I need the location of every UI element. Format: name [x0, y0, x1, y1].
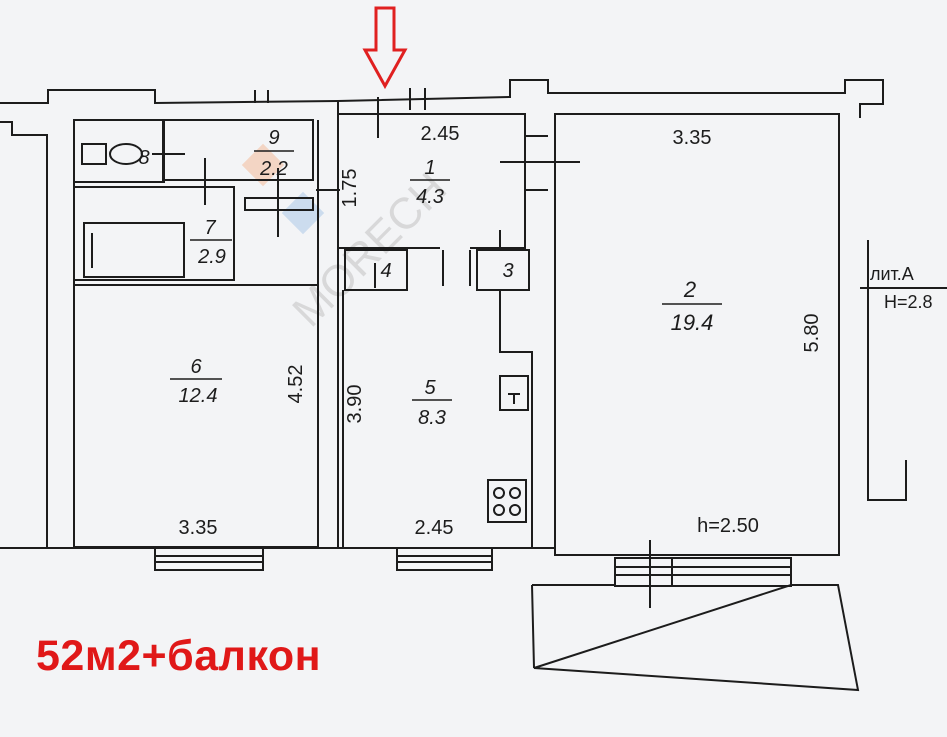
- dim-room6-bottom: 3.35: [179, 517, 218, 539]
- room-8-number: 8: [138, 147, 149, 169]
- room-1-box: [338, 113, 526, 249]
- window-room2: [614, 540, 792, 608]
- dim-hall-top: 2.45: [421, 123, 460, 145]
- down-arrow-icon: [362, 6, 408, 90]
- room-9-number: 9: [268, 127, 279, 149]
- room-2-box: [554, 113, 840, 556]
- outside-label-line2: H=2.8: [884, 292, 933, 312]
- dim-kitchen-bottom: 2.45: [415, 517, 454, 539]
- outside-label-line1: лит.А: [870, 264, 914, 284]
- stove: [487, 479, 527, 523]
- room-4-number: 4: [380, 260, 391, 282]
- room-7-area: 2.9: [197, 246, 226, 268]
- bathtub: [83, 222, 185, 278]
- dim-hall-height: 1.75: [339, 169, 361, 208]
- area-annotation: 52м2+балкон: [36, 632, 322, 680]
- dim-room6-height: 4.52: [285, 365, 307, 404]
- room-6-area: 12.4: [179, 385, 218, 407]
- room-3-number: 3: [502, 260, 513, 282]
- room-2-area: 19.4: [671, 310, 714, 335]
- room-6-number: 6: [190, 356, 202, 378]
- dim-living-top: 3.35: [673, 127, 712, 149]
- toilet: [81, 143, 107, 165]
- room-3-box: [476, 249, 530, 291]
- balcony: [531, 584, 860, 692]
- room-4-box: [344, 249, 408, 291]
- sink: [499, 375, 529, 411]
- room-2-number: 2: [683, 277, 696, 302]
- right-outside-wall: [867, 240, 907, 501]
- room-5-box: [342, 290, 533, 549]
- room-5-area: 8.3: [418, 407, 446, 429]
- dim-kitchen-height: 3.90: [344, 385, 366, 424]
- window-kitchen: [396, 547, 493, 571]
- dim-living-height: 5.80: [801, 314, 823, 353]
- room-9-area: 2.2: [259, 158, 288, 180]
- room-1-area: 4.3: [416, 186, 444, 208]
- room-1-number: 1: [424, 157, 435, 179]
- room-5-number: 5: [424, 377, 436, 399]
- room9-box: [162, 119, 314, 181]
- partition: [244, 197, 314, 211]
- ceiling-height: h=2.50: [697, 515, 759, 537]
- window-room6: [154, 547, 264, 571]
- outer-wall: [0, 79, 884, 118]
- room-7-number: 7: [204, 217, 216, 239]
- toilet-bowl: [109, 143, 143, 165]
